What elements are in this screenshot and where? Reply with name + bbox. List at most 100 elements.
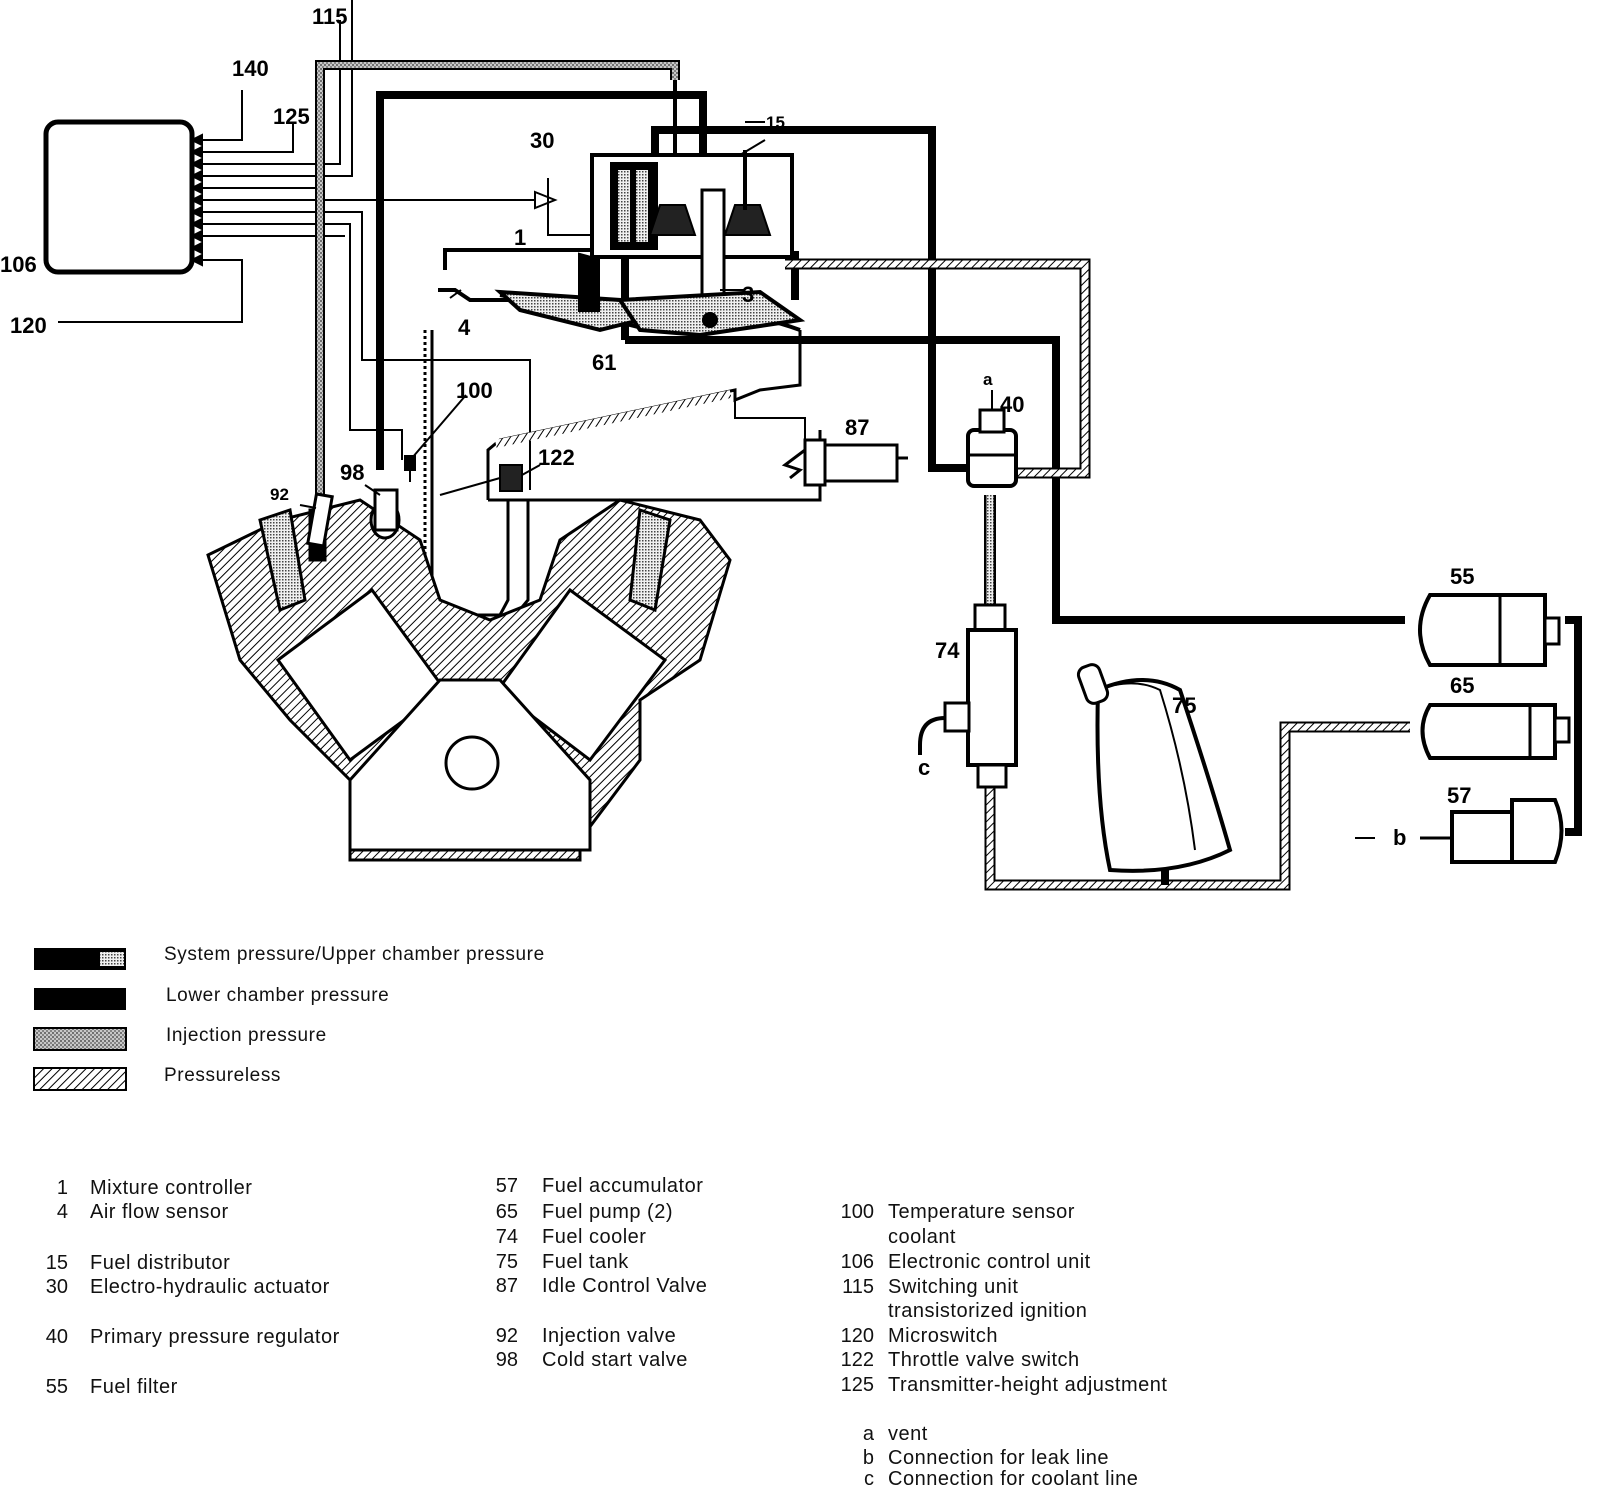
key-text: Idle Control Valve bbox=[542, 1275, 708, 1297]
fuel-distributor bbox=[590, 121, 794, 302]
lower-chamber-lines bbox=[376, 91, 1582, 836]
key-num: 65 bbox=[495, 1201, 518, 1223]
callout-100: 100 bbox=[456, 378, 493, 403]
callout-4: 4 bbox=[458, 315, 471, 340]
control-unit-box bbox=[43, 119, 195, 275]
key-text: Temperature sensor bbox=[888, 1201, 1075, 1223]
callout-30: 30 bbox=[530, 128, 554, 153]
key-num: 92 bbox=[495, 1325, 518, 1347]
callout-92: 92 bbox=[270, 485, 289, 504]
key-text: Fuel accumulator bbox=[542, 1175, 704, 1197]
callout-75: 75 bbox=[1172, 693, 1196, 718]
key-text: Transmitter-height adjustment bbox=[888, 1374, 1168, 1396]
legend-injection: Injection pressure bbox=[166, 1025, 327, 1046]
callout-15: 15 bbox=[766, 113, 785, 132]
legend-lower-chamber: Lower chamber pressure bbox=[166, 985, 390, 1006]
legend-pressureless: Pressureless bbox=[164, 1065, 282, 1086]
key-text: Electro-hydraulic actuator bbox=[90, 1276, 330, 1298]
fuel-accumulator bbox=[1420, 798, 1564, 864]
throttle-valve-switch bbox=[439, 464, 523, 496]
key-num: 120 bbox=[840, 1325, 874, 1347]
key-text: coolant bbox=[888, 1226, 956, 1248]
key-num: b bbox=[862, 1447, 874, 1469]
actuator-arrow bbox=[534, 190, 558, 210]
key-num: 125 bbox=[840, 1374, 874, 1396]
callout-140: 140 bbox=[232, 56, 269, 81]
callouts: 115 140 125 30 15 1 3 4 61 106 120 100 1… bbox=[0, 4, 1474, 850]
key-num: 100 bbox=[840, 1201, 874, 1223]
callout-65: 65 bbox=[1450, 673, 1474, 698]
key-text: Injection valve bbox=[542, 1325, 677, 1347]
key-text: Throttle valve switch bbox=[888, 1349, 1080, 1371]
key-num: a bbox=[862, 1423, 874, 1445]
key-text: Fuel pump (2) bbox=[542, 1201, 673, 1223]
primary-pressure-regulator bbox=[966, 390, 1018, 488]
key-text: Mixture controller bbox=[90, 1177, 253, 1199]
key-num: 30 bbox=[45, 1276, 68, 1298]
key-num: 74 bbox=[495, 1226, 518, 1248]
key-num: 40 bbox=[45, 1326, 68, 1348]
air-flow-sensor bbox=[438, 248, 806, 338]
key-text: Fuel distributor bbox=[90, 1252, 231, 1274]
callout-115: 115 bbox=[312, 4, 348, 29]
key-text: vent bbox=[888, 1423, 928, 1445]
key-num: 98 bbox=[495, 1349, 518, 1371]
callout-98: 98 bbox=[340, 460, 364, 485]
callout-74: 74 bbox=[935, 638, 960, 663]
key-num: c bbox=[864, 1468, 874, 1490]
key-num: 15 bbox=[45, 1252, 68, 1274]
callout-b: b bbox=[1393, 825, 1406, 850]
key-text: Connection for coolant line bbox=[888, 1468, 1139, 1490]
fuel-tank bbox=[1076, 663, 1233, 873]
legend-system-pressure: System pressure/Upper chamber pressure bbox=[164, 944, 545, 965]
key-text: Air flow sensor bbox=[90, 1201, 229, 1223]
key-num: 55 bbox=[45, 1376, 68, 1398]
callout-122: 122 bbox=[538, 445, 575, 470]
callout-55: 55 bbox=[1450, 564, 1474, 589]
legend-swatch-lower bbox=[34, 988, 126, 1010]
key-num: 122 bbox=[840, 1349, 874, 1371]
key-text: Fuel filter bbox=[90, 1376, 178, 1398]
legend-swatch-pressureless bbox=[33, 1067, 127, 1091]
idle-control-valve bbox=[734, 400, 908, 487]
injection-valve bbox=[306, 492, 334, 548]
key-num: 106 bbox=[840, 1251, 874, 1273]
key-text: Electronic control unit bbox=[888, 1251, 1091, 1273]
legend-swatches bbox=[33, 948, 127, 1091]
callout-125: 125 bbox=[273, 104, 310, 129]
callout-a: a bbox=[983, 370, 993, 389]
key-text: Primary pressure regulator bbox=[90, 1326, 340, 1348]
cold-start-valve bbox=[373, 488, 399, 532]
key-text: Connection for leak line bbox=[888, 1447, 1110, 1469]
key-num: 57 bbox=[495, 1175, 518, 1197]
legend-swatch-injection bbox=[33, 1027, 127, 1051]
callout-120: 120 bbox=[10, 313, 47, 338]
key-num: 87 bbox=[495, 1275, 518, 1297]
key-num: 4 bbox=[56, 1201, 68, 1223]
key-text: Cold start valve bbox=[542, 1349, 688, 1371]
fuel-filter bbox=[1418, 593, 1561, 667]
callout-57: 57 bbox=[1447, 783, 1471, 808]
callout-3: 3 bbox=[742, 282, 754, 307]
key-text: Switching unit bbox=[888, 1276, 1019, 1298]
key-num: 1 bbox=[56, 1177, 68, 1199]
pressureless-lines bbox=[785, 258, 1410, 891]
temperature-sensor bbox=[404, 455, 416, 482]
key-text: Microswitch bbox=[888, 1325, 998, 1347]
engine-block bbox=[206, 498, 732, 862]
key-text: Fuel cooler bbox=[542, 1226, 647, 1248]
key-num: 75 bbox=[495, 1251, 518, 1273]
key-text: Fuel tank bbox=[542, 1251, 629, 1273]
callout-87: 87 bbox=[845, 415, 869, 440]
key-text: transistorized ignition bbox=[888, 1300, 1088, 1322]
key-num: 115 bbox=[842, 1276, 874, 1298]
fuel-pump bbox=[1420, 703, 1571, 760]
callout-1: 1 bbox=[514, 225, 526, 250]
callout-106: 106 bbox=[0, 252, 37, 277]
callout-40: 40 bbox=[1000, 392, 1024, 417]
callout-leaders bbox=[299, 178, 1375, 839]
callout-61: 61 bbox=[592, 350, 616, 375]
fuel-cooler bbox=[918, 603, 1018, 789]
callout-c: c bbox=[918, 755, 930, 780]
